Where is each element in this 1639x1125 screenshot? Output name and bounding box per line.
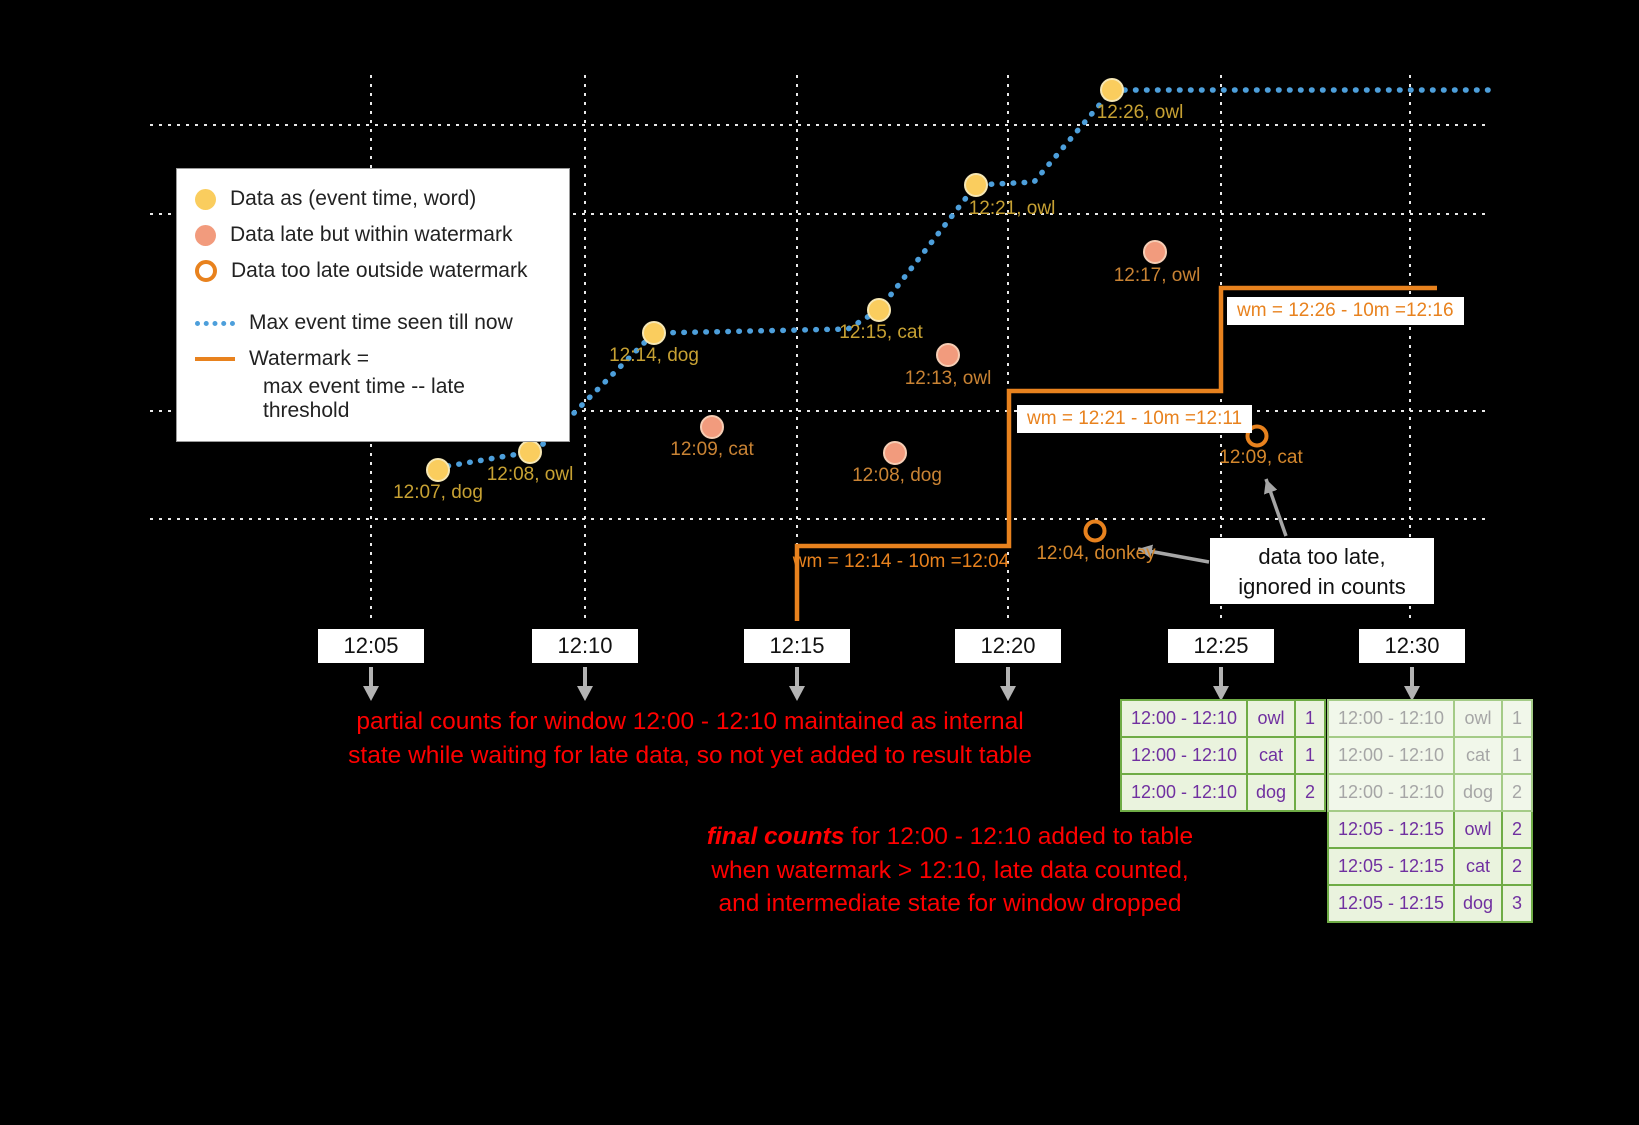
table-row: 12:00 - 12:10 owl 1 [1120,699,1326,738]
data-point-late [1143,240,1167,264]
data-point-on-time [867,298,891,322]
data-point-too-late [1083,519,1107,543]
legend-item-on-time: Data as (event time, word) [177,181,569,217]
result-table-1: 12:00 - 12:10 owl 1 12:00 - 12:10 cat 1 … [1120,699,1326,812]
partial-counts-annotation: partial counts for window 12:00 - 12:10 … [348,708,1032,769]
data-point-on-time [426,458,450,482]
data-point-late [883,441,907,465]
legend-item-label: Watermark = [249,347,369,370]
legend-item-label: max event time -- late threshold [263,375,465,422]
table-row: 12:00 - 12:10 cat 1 [1120,736,1326,775]
data-point-label: 12:15, cat [839,322,923,343]
too-late-callout-line1: data too late, [1258,544,1386,569]
watermark-label-2: wm = 12:21 - 10m =12:11 [1017,405,1253,433]
data-point-label: 12:14, dog [609,345,699,366]
arrow-to-late-cat [1264,478,1288,537]
data-point-label: 12:13, owl [904,368,992,389]
legend-item-label: Data as (event time, word) [230,187,477,210]
data-point-label: 12:04, donkey [1036,543,1156,564]
tick-arrows [363,667,1420,701]
axis-tick-12-20: 12:20 [955,629,1061,663]
data-point-late [700,415,724,439]
axis-tick-12-25: 12:25 [1168,629,1274,663]
data-point-label: 12:08, dog [852,465,942,486]
gridline-vertical [796,75,798,622]
gridline-vertical [1007,75,1009,622]
legend-item-watermark-cont: max event time -- late threshold [177,369,569,429]
table-row: 12:00 - 12:10 dog 2 [1120,773,1326,812]
solid-line-icon [195,357,235,361]
final-counts-annotation: final counts for 12:00 - 12:10 added to … [706,823,1194,917]
gridline-horizontal [150,518,1491,520]
data-point-label: 12:09, cat [670,439,754,460]
axis-tick-12-30: 12:30 [1359,629,1465,663]
legend: Data as (event time, word) Data late but… [176,168,570,442]
legend-item-max-event-time: Max event time seen till now [177,305,569,341]
legend-item-watermark: Watermark = [177,341,569,377]
too-late-callout: data too late, ignored in counts [1210,538,1434,604]
data-point-label: 12:07, dog [393,482,483,503]
late-dot-icon [195,224,216,246]
data-point-late [936,343,960,367]
legend-item-late: Data late but within watermark [177,217,569,253]
table-row-faded: 12:00 - 12:10 owl 1 [1327,699,1533,738]
gridline-vertical [584,75,586,622]
watermark-label-3: wm = 12:26 - 10m =12:16 [1227,297,1464,325]
result-table-2: 12:00 - 12:10 owl 1 12:00 - 12:10 cat 1 … [1327,699,1533,923]
table-row: 12:05 - 12:15 owl 2 [1327,810,1533,849]
axis-tick-12-10: 12:10 [532,629,638,663]
data-point-label: 12:09, cat [1219,447,1303,468]
table-row: 12:05 - 12:15 dog 3 [1327,884,1533,923]
watermark-label-1: wm = 12:14 - 10m =12:04 [792,551,1010,572]
data-point-label: 12:26, owl [1096,102,1184,123]
legend-item-label: Data too late outside watermark [231,259,528,282]
too-late-ring-icon [195,260,217,282]
table-row: 12:05 - 12:15 cat 2 [1327,847,1533,886]
data-point-on-time [964,173,988,197]
data-point-label: 12:21, owl [968,198,1056,219]
table-row-faded: 12:00 - 12:10 cat 1 [1327,736,1533,775]
gridline-horizontal [150,124,1491,126]
legend-item-label: Max event time seen till now [249,311,513,334]
on-time-dot-icon [195,188,216,210]
data-point-label: 12:17, owl [1113,265,1201,286]
legend-item-label: Data late but within watermark [230,223,513,246]
data-point-on-time [518,440,542,464]
dotted-line-icon [195,320,235,326]
legend-item-too-late: Data too late outside watermark [177,253,569,289]
data-point-on-time [642,321,666,345]
table-row-faded: 12:00 - 12:10 dog 2 [1327,773,1533,812]
axis-tick-12-15: 12:15 [744,629,850,663]
axis-tick-12-05: 12:05 [318,629,424,663]
data-point-label: 12:08, owl [486,464,574,485]
data-point-on-time [1100,78,1124,102]
too-late-callout-line2: ignored in counts [1238,574,1406,599]
